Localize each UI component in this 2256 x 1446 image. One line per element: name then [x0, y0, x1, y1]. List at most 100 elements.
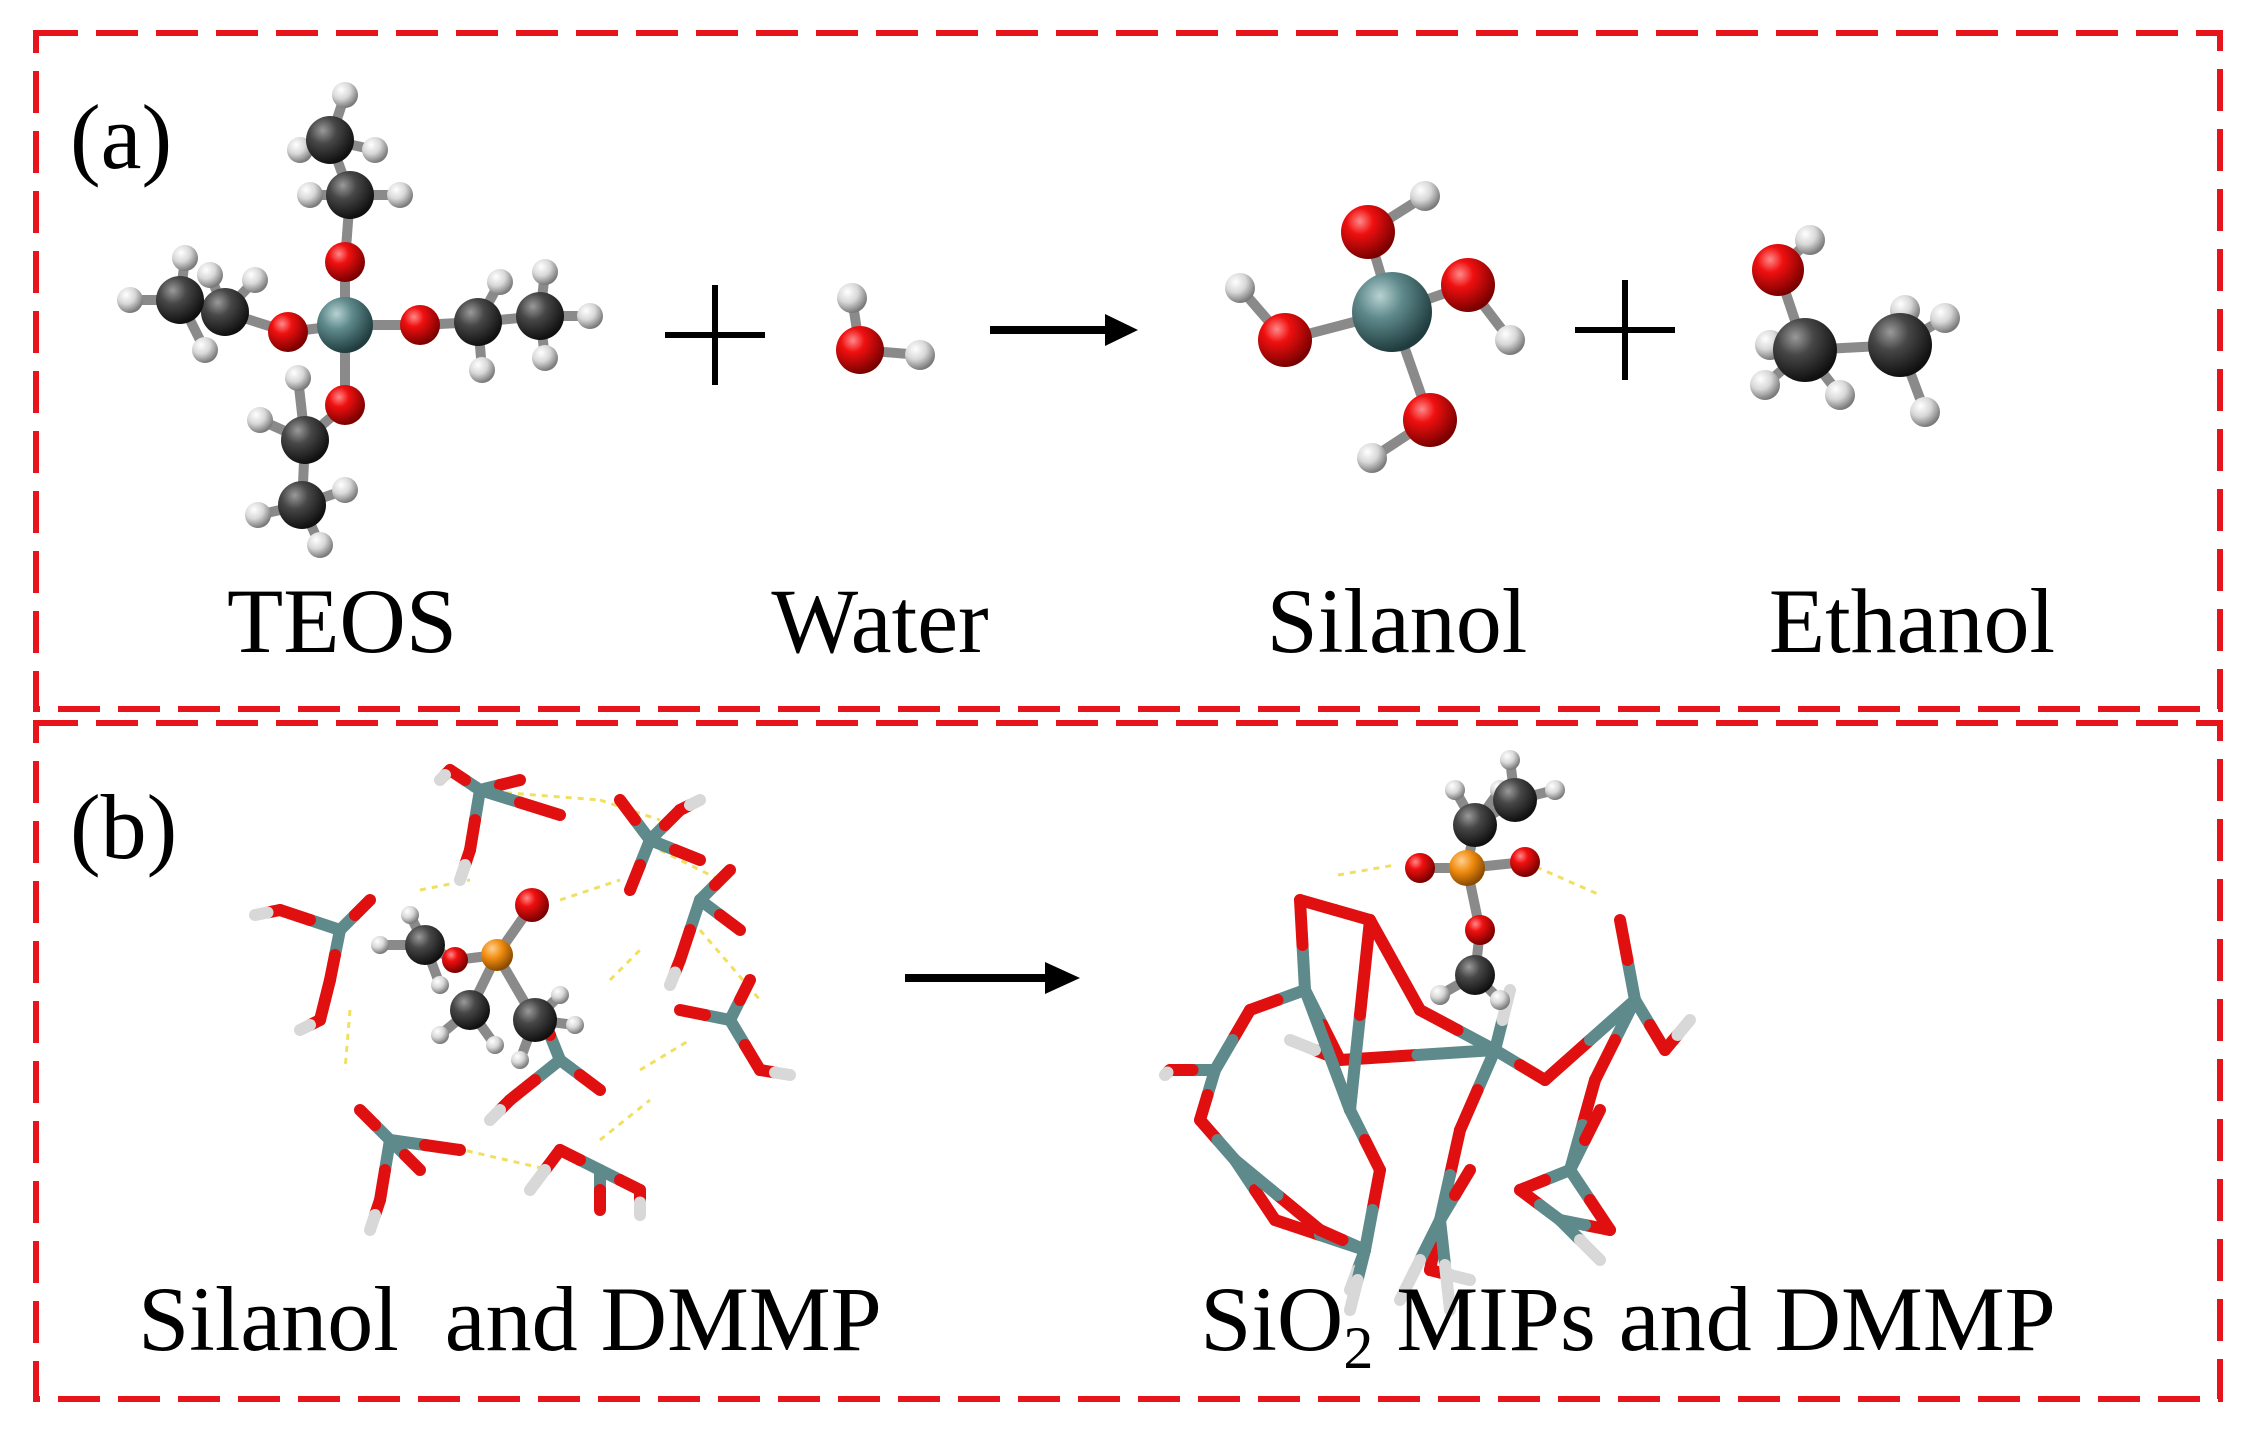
stick-bond-half [1564, 1164, 1596, 1206]
hydrogen-atom [401, 906, 419, 924]
stick-bond-half [1229, 1154, 1284, 1201]
label-sio2-subscript: 2 [1343, 1315, 1373, 1381]
stick-bond-half [1294, 894, 1309, 951]
stick-bond-half [684, 794, 706, 811]
stick-bond-half [709, 864, 736, 891]
reaction-arrow-b [905, 962, 1080, 994]
hydrogen-bond [1337, 863, 1396, 877]
stick-bond-half [769, 1066, 796, 1081]
stick-bond-half [514, 796, 566, 821]
oxygen-atom [1405, 853, 1435, 883]
hydrogen-atom [245, 502, 271, 528]
carbon-atom [450, 990, 490, 1030]
carbon-atom [1773, 318, 1837, 382]
carbon-atom [201, 288, 249, 336]
carbon-atom [281, 416, 329, 464]
stick-bond-half [1359, 1204, 1379, 1256]
stick-bond-half [674, 1004, 711, 1021]
silicon-atom [317, 297, 373, 353]
label-water: Water [771, 570, 988, 672]
hydrogen-atom [117, 287, 143, 313]
hydrogen-atom [1225, 273, 1255, 303]
hydrogen-atom [1357, 443, 1387, 473]
sio2-mip-dmmp-cluster [1159, 750, 1696, 1316]
hydrogen-bond [608, 948, 642, 982]
stick-bond-half [1269, 1214, 1326, 1241]
hydrogen-atom [1825, 380, 1855, 410]
hydrogen-atom [577, 303, 603, 329]
stick-bond-half [1294, 894, 1341, 916]
stick-bond-half [294, 1019, 316, 1036]
hydrogen-atom [242, 267, 268, 293]
stick-bond-half [249, 906, 274, 921]
stick-bond-half [349, 894, 376, 921]
stick-bond-half [1574, 1234, 1606, 1266]
label-sio2-suffix: MIPs and DMMP [1373, 1268, 2055, 1370]
oxygen-atom [1752, 244, 1804, 296]
panel-b-frame [33, 720, 2223, 1402]
silanol-dmmp-cluster [249, 764, 796, 1236]
stick-bond-half [1284, 1034, 1321, 1056]
stick-bond-half [574, 1069, 606, 1096]
hydrogen-bond [599, 798, 661, 822]
carbon-atom [326, 171, 374, 219]
stick-bond-half [1444, 1124, 1466, 1181]
carbon-atom [278, 481, 326, 529]
oxygen-atom [1403, 393, 1457, 447]
carbon-atom [405, 925, 445, 965]
hydrogen-atom [285, 365, 311, 391]
stick-bond-half [1449, 1164, 1476, 1201]
hydrogen-atom [532, 345, 558, 371]
stick-bond-half [714, 909, 746, 936]
hydrogen-atom [431, 976, 449, 994]
hydrogen-atom [487, 269, 513, 295]
hydrogen-atom [905, 340, 935, 370]
hydrogen-atom [362, 137, 388, 163]
stick-bond-half [1344, 1274, 1364, 1316]
carbon-atom [1493, 778, 1537, 822]
stick-bond-half [1249, 1184, 1281, 1226]
stick-bond-half [494, 774, 526, 791]
stick-bond-half [1439, 1259, 1456, 1316]
stick-bond-half [1299, 984, 1334, 1056]
stick-bond-half [1344, 1009, 1366, 1116]
hydrogen-atom [566, 1016, 584, 1034]
stick-bond-half [434, 769, 451, 786]
stick-bond-half [1414, 1004, 1464, 1036]
stick-bond-half [454, 859, 471, 886]
hydrogen-atom [1930, 303, 1960, 333]
oxygen-atom [325, 242, 365, 282]
reaction-arrow-a [990, 314, 1138, 346]
oxygen-atom [1465, 915, 1495, 945]
stick-bond-half [1579, 1104, 1606, 1146]
stick-bond-half [419, 1139, 466, 1156]
hydrogen-atom [431, 1026, 449, 1044]
oxygen-atom [1441, 258, 1495, 312]
stick-bond-half [1454, 1084, 1484, 1136]
stick-bond-half [1329, 904, 1376, 926]
label-silanol-dmmp: Silanol and DMMP [138, 1268, 882, 1370]
hydrogen-bond [419, 878, 471, 892]
plus-sign-2 [1575, 280, 1675, 380]
hydrogen-atom [192, 337, 218, 363]
stick-bond-half [1411, 1044, 1501, 1061]
stick-bond-half [364, 1209, 381, 1236]
hydrogen-atom [511, 1051, 529, 1069]
stick-bond-half [1621, 954, 1641, 1006]
hydrogen-atom [1910, 397, 1940, 427]
hydrogen-bond [419, 1138, 551, 1172]
stick-bond-half [354, 1104, 381, 1131]
stick-bond-half [1354, 914, 1376, 1021]
stick-bond-half [399, 1149, 426, 1176]
hydrogen-atom [1795, 225, 1825, 255]
stick-bond-half [1271, 1189, 1326, 1236]
phosphorus-atom [1449, 850, 1485, 886]
stick-bond-half [624, 859, 646, 896]
hydrogen-bond [639, 1038, 691, 1072]
oxygen-atom [268, 312, 308, 352]
stick-bond-half [669, 844, 706, 866]
hydrogen-bond [599, 1098, 651, 1142]
stick-bond-half [1576, 1074, 1601, 1131]
stick-bond-half [1671, 1014, 1696, 1041]
panel-b-letter: (b) [70, 776, 177, 878]
